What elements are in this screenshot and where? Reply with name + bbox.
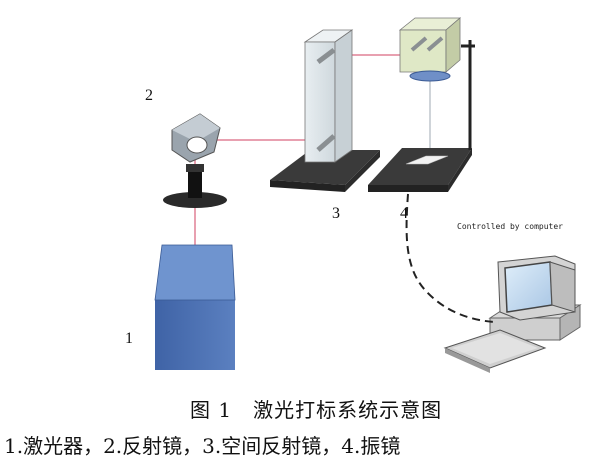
laser-marking-diagram: 1 2 3 4 Controlled by computer [125,17,582,373]
spatial-mirror [270,29,380,192]
label-laser: 1 [125,330,133,347]
computer [443,255,582,373]
control-cable [405,193,495,323]
computer-control-note: Controlled by computer [457,222,563,231]
reflecting-mirror [163,113,227,208]
figure-title: 图 1 激光打标系统示意图 [190,398,443,422]
galvo-scanner [368,17,475,192]
label-mirror: 2 [145,87,153,104]
label-spatial-mirror: 3 [332,205,340,222]
figure-legend: 1.激光器，2.反射镜，3.空间反射镜，4.振镜 [4,434,401,458]
label-galvo: 4 [400,205,408,222]
laser-source [154,244,236,370]
